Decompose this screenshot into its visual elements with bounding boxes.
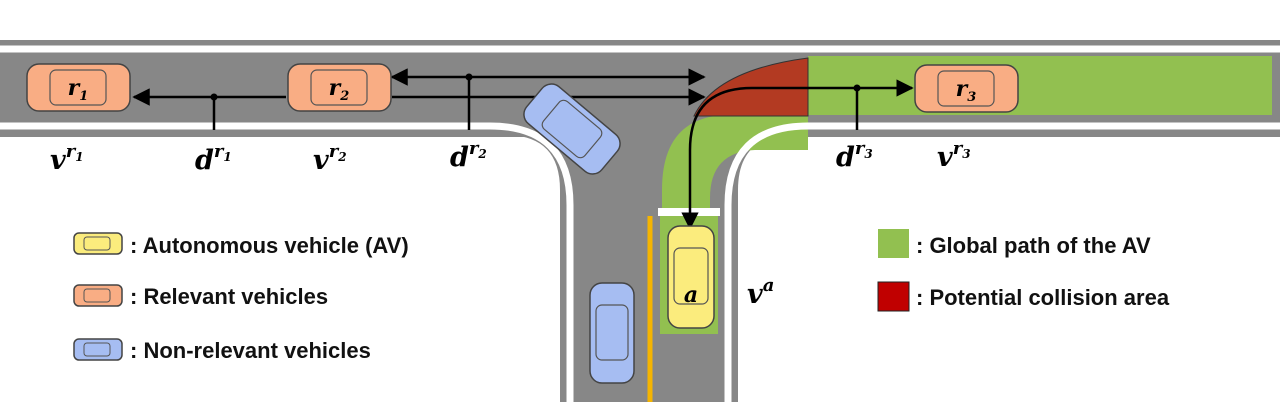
legend-item-nonrelevant: : Non-relevant vehicles (73, 338, 371, 363)
arrow-av-path (681, 79, 914, 230)
vehicle-r3: r3 (914, 64, 1019, 113)
variable-labels: vr1 dr1 vr2 dr2 dr3 vr3 va (50, 138, 971, 310)
legend-label-av: : Autonomous vehicle (AV) (130, 233, 409, 258)
dot-r2 (465, 73, 473, 81)
vehicle-r1: r1 (26, 63, 131, 112)
svg-text:r2: r2 (329, 75, 350, 104)
legend-label-global-path: : Global path of the AV (916, 233, 1151, 258)
label-v-a: va (747, 275, 774, 310)
vehicle-label-subscript: 1 (79, 89, 88, 104)
dot-r3 (853, 84, 861, 92)
svg-text:r3: r3 (956, 76, 977, 105)
legend-label-relevant: : Relevant vehicles (130, 284, 328, 309)
vehicle-r2: r2 (287, 63, 392, 112)
vehicle-nonrelevant-turning (523, 83, 621, 175)
dot-r1 (210, 93, 218, 101)
legend-swatch-global-path (878, 229, 909, 258)
lane-line-bottom-left (0, 122, 574, 402)
legend-item-av: : Autonomous vehicle (AV) (73, 232, 409, 258)
vehicle-label: r (956, 76, 969, 102)
lane-line-bottom-right (724, 122, 1280, 402)
legend-item-relevant: : Relevant vehicles (73, 284, 328, 309)
vehicle-label-subscript: 2 (339, 89, 349, 104)
svg-text:r1: r1 (68, 75, 89, 104)
vehicle-label: r (329, 75, 342, 101)
label-v-r1: vr1 (50, 141, 84, 176)
legend-swatch-nonrelevant (73, 338, 123, 361)
legend-swatch-collision (877, 281, 910, 312)
legend-item-global-path: : Global path of the AV (878, 229, 1151, 258)
legend: : Autonomous vehicle (AV) : Relevant veh… (73, 229, 1170, 363)
label-v-r2: vr2 (313, 141, 347, 176)
legend-swatch-av (73, 232, 123, 255)
global-path-horizontal (808, 56, 1272, 115)
legend-label-nonrelevant: : Non-relevant vehicles (130, 338, 371, 363)
vehicle-label: r (68, 75, 81, 101)
label-d-r2: dr2 (450, 138, 487, 173)
legend-label-collision: : Potential collision area (916, 285, 1170, 310)
legend-swatch-relevant (73, 284, 123, 307)
label-d-r3: dr3 (836, 138, 873, 173)
label-d-r1: dr1 (195, 141, 232, 176)
vehicle-label: a (684, 282, 698, 308)
road-corner-left (505, 135, 560, 190)
vehicle-nonrelevant-lane (589, 282, 635, 384)
vehicle-label-subscript: 3 (967, 90, 976, 105)
legend-item-collision: : Potential collision area (877, 281, 1170, 312)
label-v-r3: vr3 (937, 138, 971, 173)
vehicle-av: a (667, 225, 715, 329)
